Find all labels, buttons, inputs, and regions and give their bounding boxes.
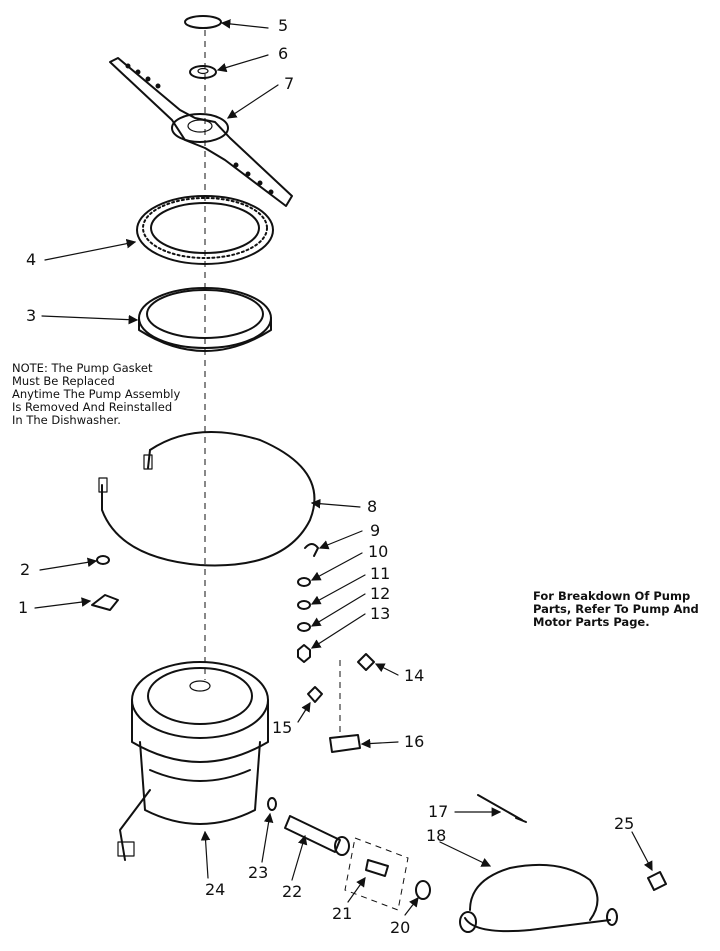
callout-5: 5	[278, 16, 289, 35]
callout-17: 17	[428, 802, 449, 821]
part-1-clip	[91, 594, 119, 611]
callout-15: 15	[272, 718, 293, 737]
part-8-wire-harness	[98, 431, 316, 567]
pump-gasket-note: NOTE: The Pump Gasket Must Be Replaced A…	[12, 361, 181, 427]
callout-16: 16	[404, 732, 425, 751]
callout-2: 2	[20, 560, 31, 579]
part-21-valve-group	[344, 837, 409, 911]
callout-14: 14	[404, 666, 425, 685]
callout-12: 12	[370, 584, 391, 603]
part-18-hose	[459, 863, 618, 933]
callout-20: 20	[390, 918, 411, 937]
part-2-washer	[96, 555, 110, 565]
part-25-hose-clamp	[647, 871, 667, 891]
part-17-wire-tie	[477, 794, 527, 823]
part-3-pump-gasket	[138, 287, 272, 352]
callout-7: 7	[284, 74, 295, 93]
part-13-nut	[297, 644, 311, 663]
callout-22: 22	[282, 882, 303, 901]
part-4-strainer-ring	[136, 195, 274, 265]
callout-9: 9	[370, 521, 381, 540]
part-12-washer	[297, 622, 311, 632]
callout-11: 11	[370, 564, 391, 583]
breakdown-reference-note: For Breakdown Of Pump Parts, Refer To Pu…	[533, 589, 699, 629]
callout-3: 3	[26, 306, 37, 325]
callout-10: 10	[368, 542, 389, 561]
callout-13: 13	[370, 604, 391, 623]
part-20-clamp	[415, 880, 431, 900]
callout-1: 1	[18, 598, 29, 617]
part-11-washer	[297, 600, 311, 610]
callout-4: 4	[26, 250, 37, 269]
callout-24: 24	[205, 880, 226, 899]
callout-6: 6	[278, 44, 289, 63]
part-9-screw	[304, 543, 319, 557]
part-24-pump-motor-assembly	[117, 661, 269, 861]
callout-23: 23	[248, 863, 269, 882]
callout-21: 21	[332, 904, 353, 923]
part-23-o-ring	[267, 797, 277, 811]
part-6-nut	[189, 65, 217, 79]
callout-8: 8	[367, 497, 378, 516]
part-14-fastener	[357, 653, 375, 671]
part-5-cap	[184, 15, 222, 29]
leader-lines	[34, 19, 653, 916]
part-7-spray-arm	[109, 57, 293, 207]
part-16-bracket	[329, 660, 361, 753]
part-15-fastener	[307, 686, 323, 703]
part-10-washer	[297, 577, 311, 587]
callout-18: 18	[426, 826, 447, 845]
callout-25: 25	[614, 814, 635, 833]
part-22-connector	[284, 815, 350, 856]
